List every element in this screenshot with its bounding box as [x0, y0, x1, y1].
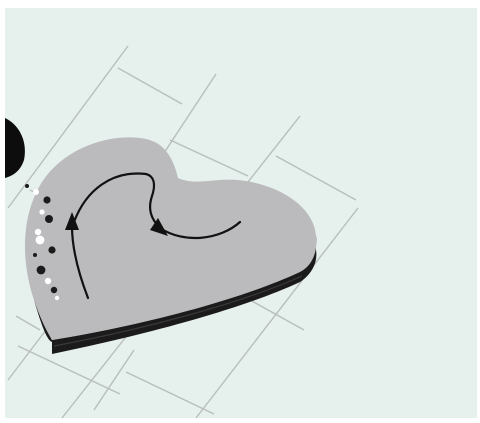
dot: [33, 189, 39, 195]
dot: [45, 278, 51, 284]
dot: [55, 296, 59, 300]
dot: [36, 236, 45, 245]
dot: [43, 196, 50, 203]
dot: [35, 229, 41, 235]
dot: [45, 215, 53, 223]
dot: [25, 184, 29, 188]
dot: [51, 287, 57, 293]
dot: [39, 209, 44, 214]
dot: [48, 246, 55, 253]
dot: [37, 266, 46, 275]
dot: [33, 253, 37, 257]
